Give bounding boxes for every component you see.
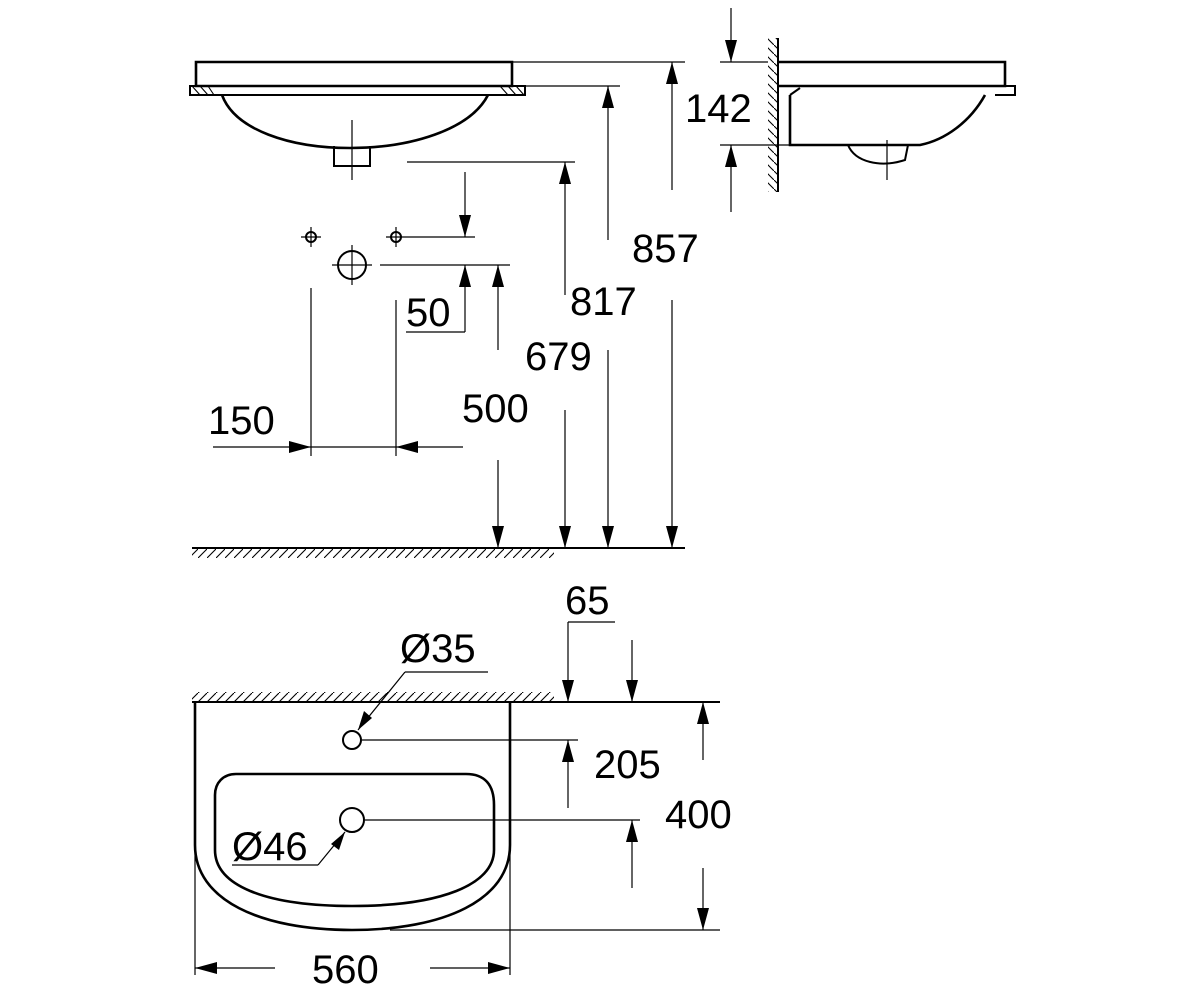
- floor-line: [192, 547, 685, 558]
- dim-65: 65: [565, 579, 610, 623]
- dim-150: 150: [208, 399, 275, 443]
- dim-diameter-46: Ø46: [232, 825, 308, 869]
- dim-560: 560: [312, 948, 379, 992]
- plan-view: [192, 671, 720, 932]
- dim-817: 817: [570, 280, 637, 324]
- plan-dimension-lines: [194, 621, 720, 975]
- dim-857: 857: [632, 227, 699, 271]
- dim-500: 500: [462, 387, 529, 431]
- dim-142: 142: [685, 87, 752, 131]
- dim-50: 50: [406, 291, 451, 335]
- dim-205: 205: [594, 743, 661, 787]
- front-elevation-view: [189, 60, 685, 180]
- side-elevation-view: [720, 8, 1016, 212]
- front-dimension-lines: [213, 62, 678, 548]
- dim-400: 400: [665, 793, 732, 837]
- wall-fixing-holes: [301, 161, 575, 285]
- dim-diameter-35: Ø35: [400, 627, 476, 671]
- dimension-labels: 142 857 817 679 50 500 150 65 Ø35 205 40…: [208, 87, 752, 992]
- dim-679: 679: [525, 335, 592, 379]
